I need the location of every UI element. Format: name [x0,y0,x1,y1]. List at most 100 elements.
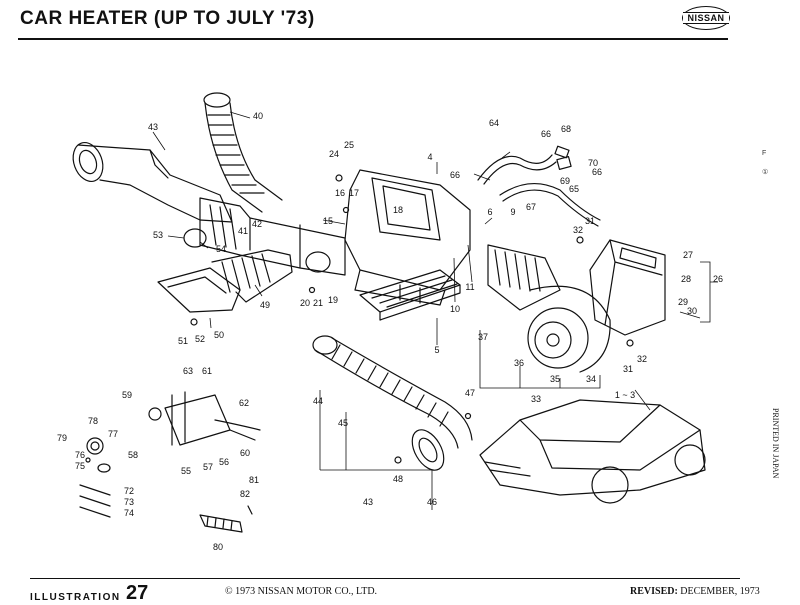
callout-44: 44 [313,396,323,406]
callout-26: 26 [713,274,723,284]
copyright-notice: © 1973 NISSAN MOTOR CO., LTD. [225,586,378,597]
callout-16: 16 [335,188,345,198]
duct-left-lower [157,228,293,313]
blower-assembly [487,244,611,373]
callout-41: 41 [238,226,248,236]
callout-28: 28 [681,274,691,284]
heater-core [359,269,461,321]
revised-label: REVISED: [630,586,678,597]
callout-73: 73 [124,497,134,507]
callout-21: 21 [313,298,323,308]
callout-5: 5 [434,345,439,355]
revised-note: REVISED: DECEMBER, 1973 [630,586,760,597]
callout-19: 19 [328,295,338,305]
logo-text: NISSAN [687,13,725,23]
callout-78: 78 [88,416,98,426]
water-hoses [477,145,601,227]
callout-9: 9 [510,207,515,217]
callout-1-3: 1 ~ 3 [615,390,635,400]
callout-36: 36 [514,358,524,368]
heater-box [344,169,471,306]
callout-49: 49 [260,300,270,310]
callout-24: 24 [329,149,339,159]
callout-62: 62 [239,398,249,408]
callout-29: 29 [678,297,688,307]
callout-32b: 32 [637,354,647,364]
callout-43a: 43 [148,122,158,132]
callout-54: 54 [216,244,226,254]
leader-lines [152,111,718,510]
callout-37: 37 [478,332,488,342]
callout-60: 60 [240,448,250,458]
callout-42: 42 [252,219,262,229]
car-silhouette [479,399,706,504]
callout-63: 63 [183,366,193,376]
callout-59: 59 [122,390,132,400]
callout-61: 61 [202,366,212,376]
logo-bar [683,12,729,24]
callout-56: 56 [219,457,229,467]
callout-48: 48 [393,474,403,484]
callout-76: 76 [75,450,85,460]
callout-66b: 66 [450,170,460,180]
callout-79: 79 [57,433,67,443]
flex-duct-lower [312,335,473,471]
callout-47: 47 [465,388,475,398]
callout-27: 27 [683,250,693,260]
callout-55: 55 [181,466,191,476]
callout-72: 72 [124,486,134,496]
parts-artwork [72,92,706,533]
duct-connector [199,197,346,276]
callout-52: 52 [195,334,205,344]
callout-46: 46 [427,497,437,507]
edge-mark-f: F [762,150,767,157]
callout-58: 58 [128,450,138,460]
flex-hose-40 [203,92,283,213]
callout-35: 35 [550,374,560,384]
knob-parts [85,437,111,473]
callout-40: 40 [253,111,263,121]
callout-70: 70 [588,158,598,168]
heater-exploded-view: 1 ~ 345691011151617181920212425262728293… [57,92,723,552]
duct-left-upper [72,142,233,223]
callout-43b: 43 [363,497,373,507]
callout-4: 4 [427,152,432,162]
callout-32a: 32 [573,225,583,235]
callout-81: 81 [249,475,259,485]
illustration-label: ILLUSTRATION [30,592,121,603]
callout-74: 74 [124,508,134,518]
callout-80: 80 [213,542,223,552]
callout-69: 69 [560,176,570,186]
callout-77: 77 [108,429,118,439]
callout-68: 68 [561,124,571,134]
callout-45: 45 [338,418,348,428]
callout-33: 33 [531,394,541,404]
callout-18: 18 [393,205,403,215]
footer-rule [30,578,740,579]
illustration-number: 27 [126,582,149,604]
callout-34: 34 [586,374,596,384]
header-rule [18,38,728,40]
callout-53: 53 [153,230,163,240]
callout-66c: 66 [592,167,602,177]
callout-10: 10 [450,304,460,314]
callout-31a: 31 [585,216,595,226]
callout-51: 51 [178,336,188,346]
callout-66a: 66 [541,129,551,139]
callout-25: 25 [344,140,354,150]
control-assembly [148,391,261,446]
callout-67: 67 [526,202,536,212]
callout-17: 17 [349,188,359,198]
callout-15: 15 [323,216,333,226]
callout-64: 64 [489,118,499,128]
callout-57: 57 [203,462,213,472]
edge-mark-circle: ① [762,169,769,176]
blower-housing [589,239,666,336]
callout-20: 20 [300,298,310,308]
callout-6: 6 [487,207,492,217]
page-title: CAR HEATER (UP TO JULY '73) [20,8,315,29]
callout-30: 30 [687,306,697,316]
callout-11: 11 [465,282,474,292]
